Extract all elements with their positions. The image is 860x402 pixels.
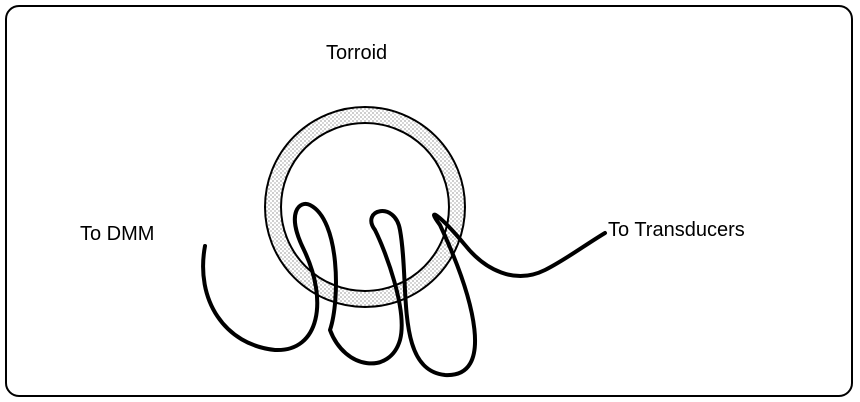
torroid-label: Torroid xyxy=(326,42,388,64)
torroid-ring xyxy=(264,106,466,308)
wire-path xyxy=(201,201,607,378)
diagram-frame xyxy=(5,5,853,397)
to-dmm-label: To DMM xyxy=(80,223,155,245)
to-transducers-label: To Transducers xyxy=(608,219,745,241)
